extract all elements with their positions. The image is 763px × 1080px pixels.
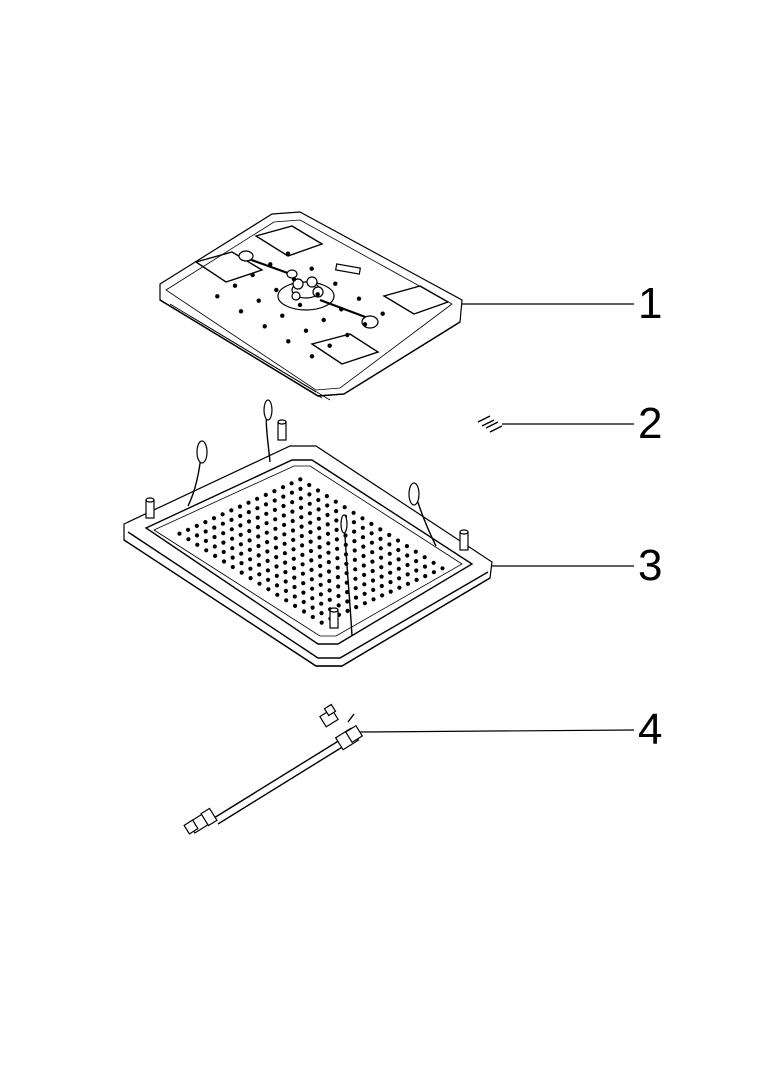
part-4-hose-assembly: [183, 703, 635, 835]
callout-number-4: 4: [638, 705, 662, 754]
callout-4-leader: [359, 729, 635, 733]
callout-number-1: 1: [638, 279, 662, 328]
part-2-clips: [477, 415, 634, 433]
part-1-mounting-plate: [159, 211, 634, 401]
callout-number-2: 2: [638, 399, 662, 448]
part-3-frame-tray: [123, 399, 634, 667]
callout-number-3: 3: [638, 541, 662, 590]
